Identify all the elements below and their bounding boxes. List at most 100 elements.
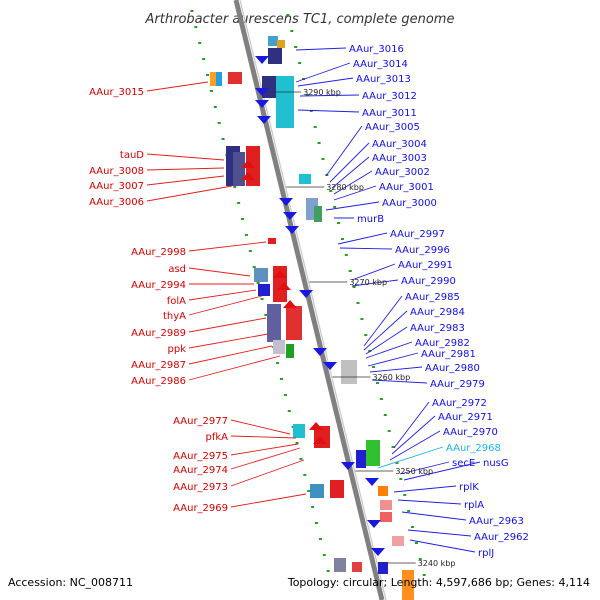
forward-arrow bbox=[365, 478, 379, 486]
tick-mark-right bbox=[407, 510, 411, 512]
leader-line-right bbox=[369, 366, 423, 373]
tick-mark-left bbox=[295, 442, 299, 444]
reverse-arrow bbox=[313, 436, 327, 444]
gene-block-reverse bbox=[286, 344, 294, 358]
leader-line-left bbox=[230, 443, 299, 456]
tick-mark-left bbox=[244, 234, 248, 236]
gene-block-forward bbox=[366, 440, 380, 466]
gene-label-left: AAur_3006 bbox=[89, 197, 144, 208]
forward-arrow bbox=[323, 362, 337, 370]
forward-arrow bbox=[257, 116, 271, 124]
leader-line-left bbox=[230, 493, 307, 508]
gene-label-left: pfkA bbox=[206, 432, 229, 443]
tick-mark-right bbox=[379, 398, 383, 400]
gene-label-right: AAur_3002 bbox=[375, 167, 430, 178]
gene-block-forward bbox=[341, 360, 357, 384]
tick-mark-left bbox=[213, 106, 217, 108]
gene-label-right: rplA bbox=[464, 500, 484, 511]
tick-mark-right bbox=[375, 382, 379, 384]
gene-label-right: AAur_2971 bbox=[438, 412, 493, 423]
tick-mark-right bbox=[344, 254, 348, 256]
leader-line-left bbox=[146, 185, 233, 202]
tick-mark-left bbox=[287, 410, 291, 412]
kbp-label: 3240 kbp bbox=[418, 559, 456, 568]
gene-label-right: murB bbox=[357, 214, 384, 225]
leader-line-right bbox=[399, 461, 450, 475]
tick-mark-right bbox=[360, 318, 364, 320]
leader-line-right bbox=[409, 539, 476, 553]
tick-mark-left bbox=[233, 186, 237, 188]
gene-block-reverse bbox=[310, 484, 324, 498]
leader-line-left bbox=[230, 419, 291, 435]
leader-line-right bbox=[297, 77, 354, 87]
tick-mark-right bbox=[403, 494, 407, 496]
leader-line-left bbox=[230, 459, 305, 487]
tick-mark-left bbox=[198, 42, 202, 44]
tick-mark-left bbox=[303, 474, 307, 476]
leader-line-left bbox=[188, 355, 281, 381]
gene-label-left: AAur_2975 bbox=[173, 451, 228, 462]
leader-line-right bbox=[363, 310, 408, 351]
gene-label-right: AAur_2982 bbox=[415, 338, 470, 349]
leader-line-left bbox=[188, 333, 269, 349]
gene-label-right: AAur_2997 bbox=[390, 229, 445, 240]
gene-label-right: AAur_2972 bbox=[432, 398, 487, 409]
gene-label-right: AAur_2968 bbox=[446, 443, 501, 454]
leader-line-right bbox=[365, 326, 408, 355]
gene-block-forward bbox=[356, 450, 366, 468]
tick-mark-right bbox=[290, 30, 294, 32]
forward-arrow bbox=[283, 212, 297, 220]
gene-label-left: AAur_3008 bbox=[89, 166, 144, 177]
reverse-arrow bbox=[283, 300, 297, 308]
gene-block-forward bbox=[392, 536, 404, 546]
leader-line-right bbox=[403, 461, 481, 481]
tick-mark-right bbox=[317, 142, 321, 144]
tick-mark-left bbox=[283, 394, 287, 396]
leader-line-left bbox=[230, 447, 301, 470]
gene-label-left: thyA bbox=[163, 311, 186, 322]
reverse-arrow bbox=[241, 160, 255, 168]
leader-line-right bbox=[333, 185, 377, 201]
gene-block-reverse bbox=[216, 72, 222, 86]
gene-label-left: AAur_2977 bbox=[173, 416, 228, 427]
gene-block-reverse bbox=[293, 424, 305, 438]
gene-label-left: AAur_2998 bbox=[131, 247, 186, 258]
gene-label-right: AAur_3005 bbox=[365, 122, 420, 133]
gene-label-right: AAur_2981 bbox=[421, 349, 476, 360]
gene-label-right: AAur_3011 bbox=[362, 108, 417, 119]
kbp-label: 3290 kbp bbox=[303, 88, 341, 97]
tick-mark-right bbox=[364, 334, 368, 336]
gene-block-forward bbox=[378, 486, 388, 496]
gene-label-right: AAur_3000 bbox=[382, 198, 437, 209]
gene-block-reverse bbox=[267, 304, 281, 342]
tick-mark-left bbox=[279, 378, 283, 380]
leader-line-right bbox=[367, 352, 419, 367]
tick-mark-left bbox=[202, 58, 206, 60]
leader-line-right bbox=[337, 232, 388, 245]
gene-block-reverse bbox=[254, 268, 268, 282]
leader-line-right bbox=[329, 142, 370, 183]
leader-line-left bbox=[188, 241, 267, 252]
gene-label-left: tauD bbox=[120, 150, 144, 161]
leader-line-right bbox=[363, 295, 403, 347]
tick-mark-right bbox=[294, 46, 298, 48]
tick-mark-right bbox=[348, 270, 352, 272]
gene-label-left: ppk bbox=[168, 344, 187, 355]
gene-label-right: AAur_3001 bbox=[379, 182, 434, 193]
gene-label-left: folA bbox=[167, 296, 186, 307]
tick-mark-left bbox=[299, 458, 303, 460]
tick-mark-right bbox=[305, 94, 309, 96]
gene-label-right: AAur_3013 bbox=[356, 74, 411, 85]
tick-mark-left bbox=[221, 138, 225, 140]
leader-line-right bbox=[299, 94, 360, 97]
leader-line-left bbox=[188, 289, 257, 301]
gene-label-right: AAur_3003 bbox=[372, 153, 427, 164]
leader-line-right bbox=[407, 529, 472, 537]
gene-label-left: AAur_2986 bbox=[131, 376, 186, 387]
tick-mark-right bbox=[321, 158, 325, 160]
gene-block-forward bbox=[402, 570, 414, 600]
tick-mark-left bbox=[307, 490, 311, 492]
leader-line-right bbox=[393, 485, 457, 493]
gene-label-right: AAur_2963 bbox=[469, 516, 524, 527]
kbp-label: 3270 kbp bbox=[349, 278, 387, 287]
